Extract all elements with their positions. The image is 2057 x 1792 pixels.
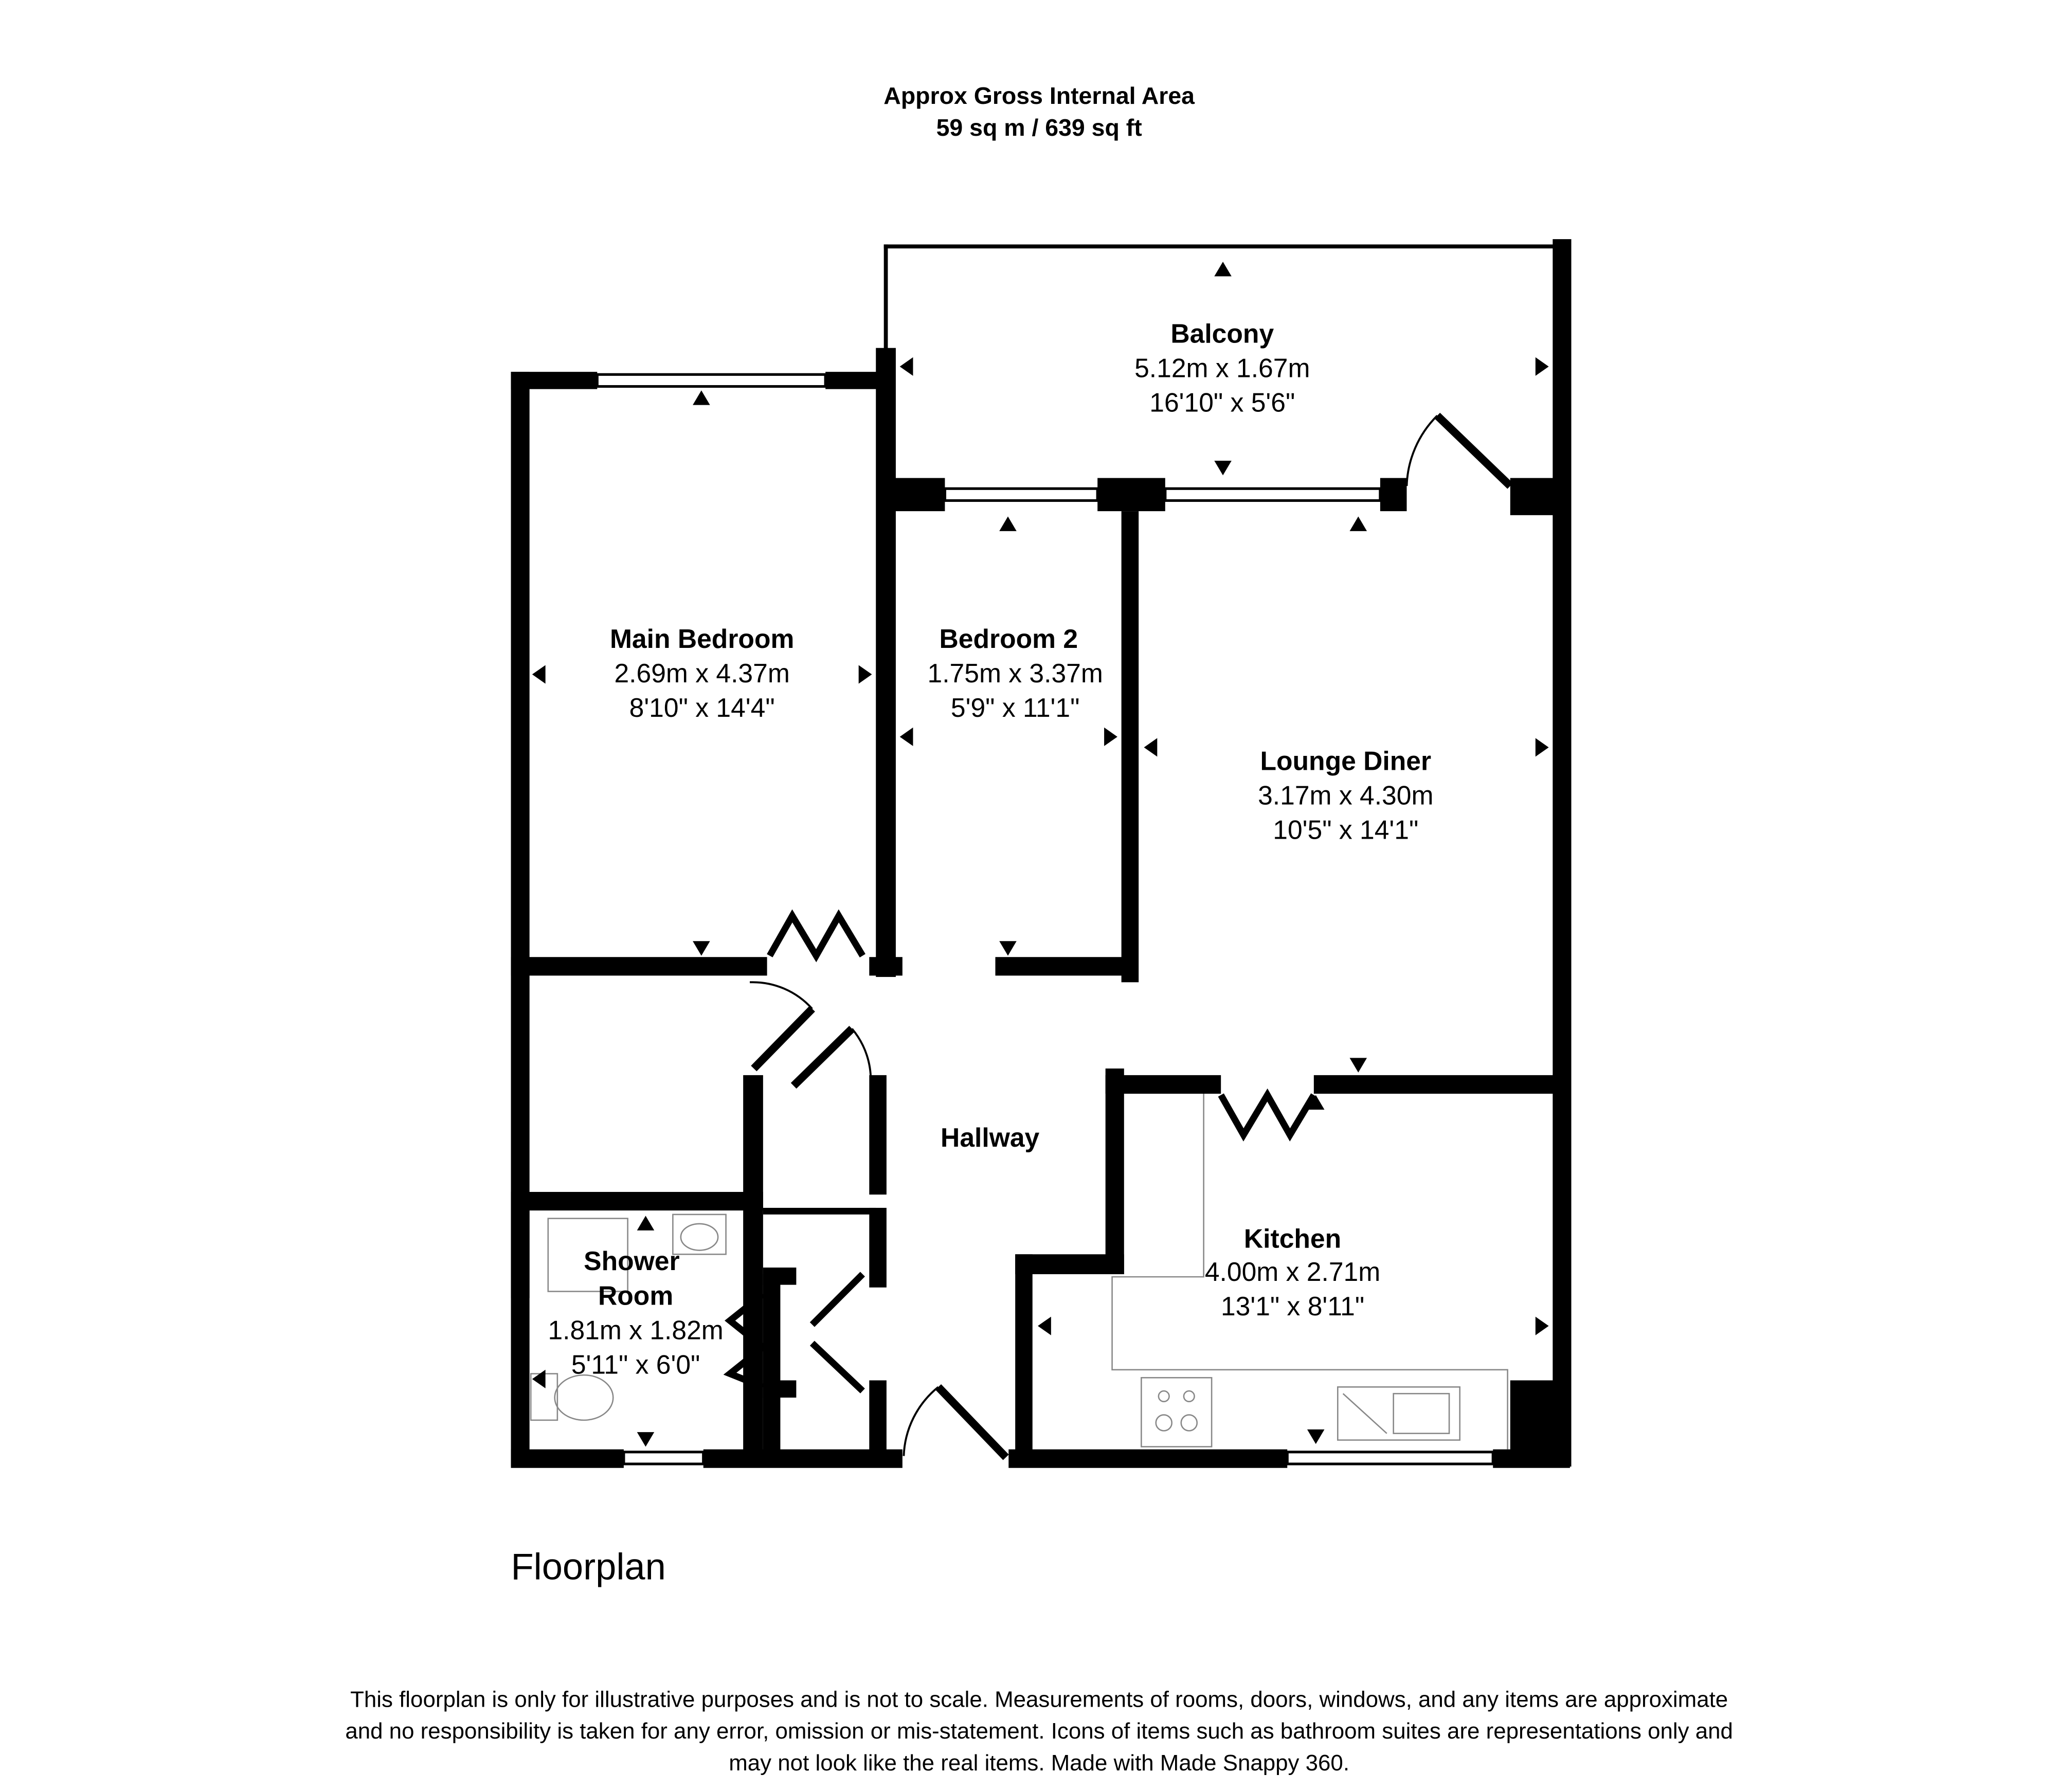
shower-imperial: 5'11" x 6'0" (571, 1350, 700, 1380)
disclaimer-line2: and no responsibility is taken for any e… (345, 1718, 1733, 1744)
area-value: 59 sq m / 639 sq ft (936, 114, 1142, 141)
main-bedroom-metric: 2.69m x 4.37m (614, 658, 789, 688)
shower-metric: 1.81m x 1.82m (548, 1315, 723, 1345)
hallway-name: Hallway (941, 1123, 1039, 1152)
shower-name-1: Shower (584, 1246, 679, 1276)
bedroom2-name: Bedroom 2 (940, 624, 1078, 654)
floor-label: Floorplan (511, 1547, 666, 1588)
area-title: Approx Gross Internal Area (883, 82, 1195, 109)
windows (596, 373, 1494, 1465)
lounge-metric: 3.17m x 4.30m (1258, 780, 1433, 810)
kitchen-metric: 4.00m x 2.71m (1205, 1257, 1380, 1287)
disclaimer: This floorplan is only for illustrative … (345, 1687, 1733, 1776)
lounge-imperial: 10'5" x 14'1" (1273, 815, 1418, 845)
main-bedroom-imperial: 8'10" x 14'4" (629, 693, 775, 722)
bedroom2-metric: 1.75m x 3.37m (928, 658, 1103, 688)
doors (723, 412, 1513, 1460)
kitchen-name: Kitchen (1244, 1223, 1341, 1253)
walls (511, 239, 1572, 1468)
dimension-arrows (532, 261, 1549, 1447)
shower-name-2: Room (598, 1280, 673, 1310)
disclaimer-line1: This floorplan is only for illustrative … (350, 1687, 1728, 1712)
balcony-metric: 5.12m x 1.67m (1134, 353, 1310, 383)
disclaimer-line3: may not look like the real items. Made w… (729, 1750, 1349, 1776)
lounge-name: Lounge Diner (1260, 746, 1431, 775)
room-labels: Balcony 5.12m x 1.67m 16'10" x 5'6" Main… (548, 318, 1433, 1379)
balcony-imperial: 16'10" x 5'6" (1149, 388, 1295, 418)
balcony-name: Balcony (1170, 318, 1274, 348)
bedroom2-imperial: 5'9" x 11'1" (951, 693, 1080, 722)
main-bedroom-name: Main Bedroom (610, 624, 794, 654)
fixtures (530, 1094, 1508, 1450)
kitchen-imperial: 13'1" x 8'11" (1221, 1291, 1364, 1321)
